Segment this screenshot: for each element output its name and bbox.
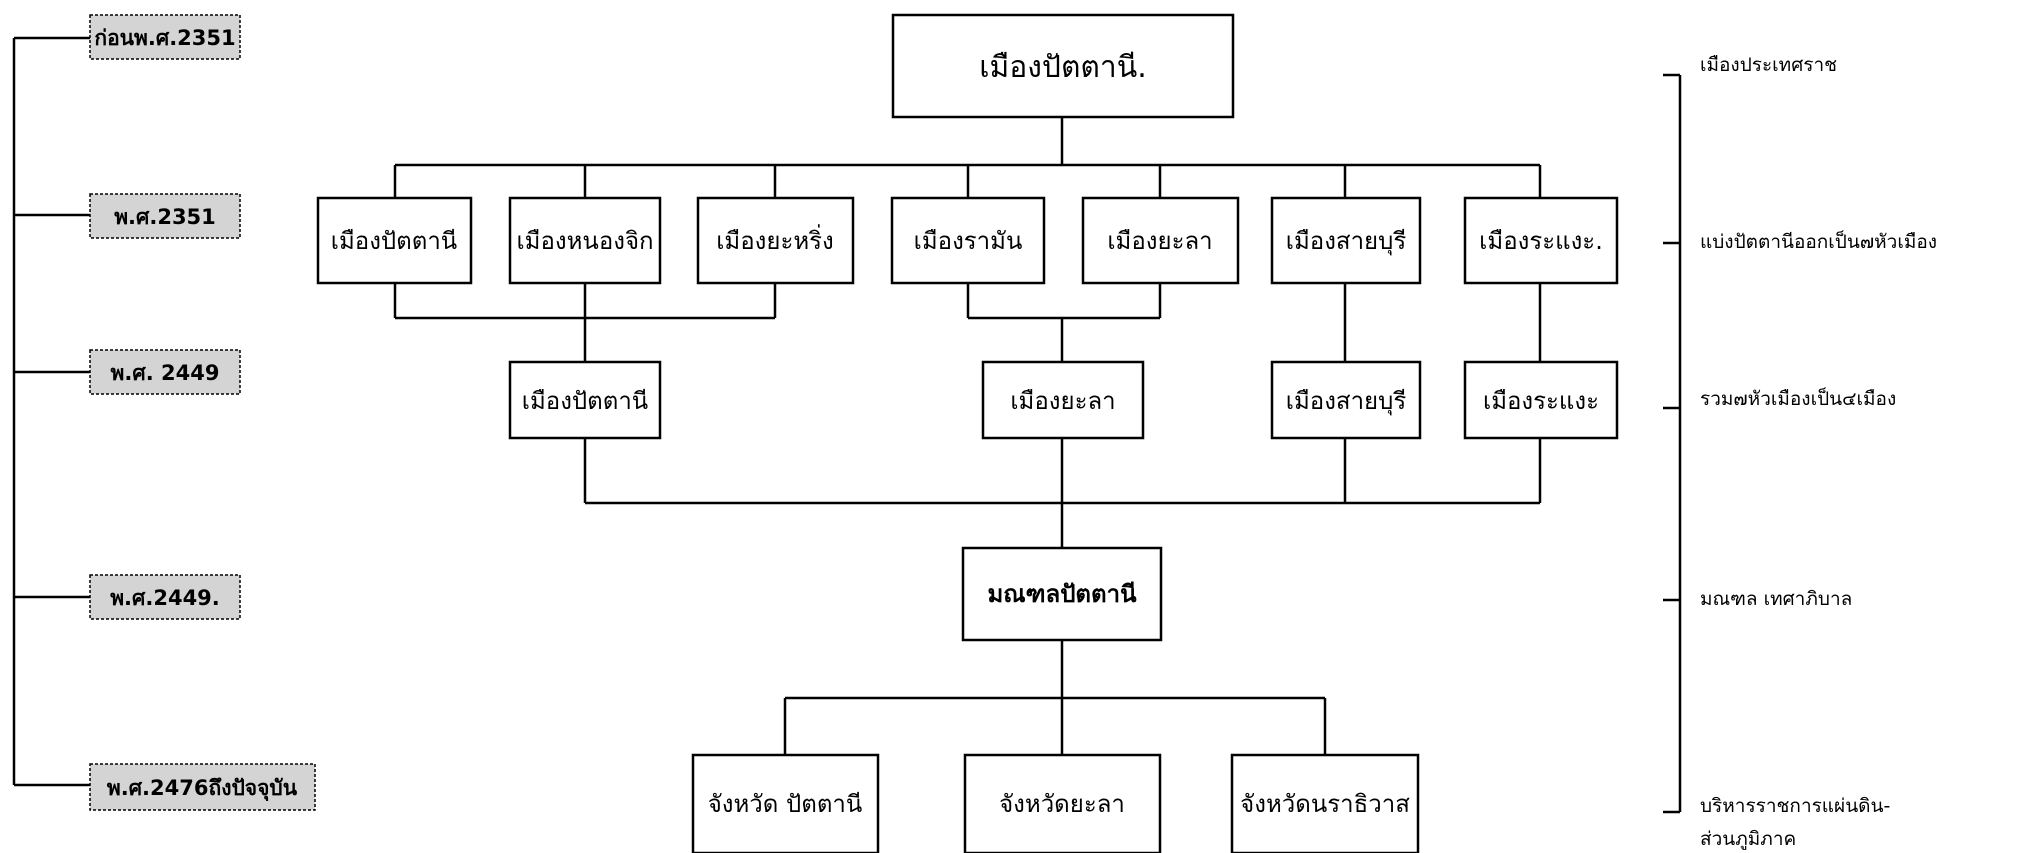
node-label: จังหวัด ปัตตานี — [708, 790, 863, 818]
timeline-connectors — [12, 36, 90, 787]
node-label: เมืองยะลา — [1107, 227, 1212, 255]
node-mueang-saiburi-l1: เมืองสายบุรี — [1270, 196, 1422, 285]
description-split-seven-towns: แบ่งปัตตานีออกเป็น๗หัวเมือง — [1700, 229, 1937, 253]
node-mueang-saiburi-l2: เมืองสายบุรี — [1270, 360, 1422, 440]
era-text: พ.ศ.2476ถึงปัจจุบัน — [107, 776, 298, 802]
description-tributary-state: เมืองประเทศราช — [1700, 54, 1837, 76]
node-mueang-pattani-root: เมืองปัตตานี. — [891, 13, 1235, 119]
node-label: เมืองปัตตานี — [522, 387, 648, 415]
node-mueang-nong-chik: เมืองหนองจิก — [508, 196, 662, 285]
era-label-2449-a: พ.ศ. 2449 — [89, 349, 241, 395]
node-label: เมืองสายบุรี — [1286, 387, 1407, 416]
node-changwat-pattani: จังหวัด ปัตตานี — [691, 753, 880, 853]
description-bracket — [1663, 73, 1682, 814]
era-text: พ.ศ.2449. — [110, 586, 220, 610]
node-label: เมืองปัตตานี — [331, 227, 457, 255]
node-label: จังหวัดยะลา — [999, 790, 1125, 818]
node-mueang-yaring: เมืองยะหริ่ง — [696, 196, 855, 285]
era-text: ก่อนพ.ศ.2351 — [94, 26, 235, 50]
node-changwat-narathiwat: จังหวัดนราธิวาส — [1230, 753, 1420, 853]
node-monthon-pattani: มณฑลปัตตานี — [961, 546, 1163, 642]
node-label: เมืองสายบุรี — [1286, 227, 1407, 256]
era-label-before-2351: ก่อนพ.ศ.2351 — [89, 14, 241, 60]
tree-connectors — [393, 117, 1542, 755]
node-mueang-pattani-l1: เมืองปัตตานี — [316, 196, 473, 285]
node-label: เมืองระแงะ — [1483, 387, 1599, 415]
description-monthon-thesaphiban: มณฑล เทศาภิบาล — [1700, 588, 1852, 610]
node-label: เมืองยะหริ่ง — [716, 224, 834, 255]
node-label: เมืองปัตตานี. — [979, 50, 1147, 85]
node-label: เมืองระแงะ. — [1479, 227, 1603, 255]
era-label-2449-b: พ.ศ.2449. — [89, 574, 241, 620]
node-mueang-rangae-l2: เมืองระแงะ — [1463, 360, 1619, 440]
node-label: เมืองหนองจิก — [516, 227, 653, 255]
era-label-2476-present: พ.ศ.2476ถึงปัจจุบัน — [89, 763, 316, 811]
node-mueang-pattani-l2: เมืองปัตตานี — [508, 360, 662, 440]
description-provincial-admin-line1: บริหารราชการแผ่นดิน- — [1700, 795, 1890, 817]
node-mueang-yala-l2: เมืองยะลา — [981, 360, 1145, 440]
node-changwat-yala: จังหวัดยะลา — [963, 753, 1162, 853]
era-label-2351: พ.ศ.2351 — [89, 193, 241, 239]
node-label: จังหวัดนราธิวาส — [1240, 790, 1410, 818]
description-merge-four-towns: รวม๗หัวเมืองเป็น๔เมือง — [1700, 386, 1896, 410]
node-mueang-rangae-l1: เมืองระแงะ. — [1463, 196, 1619, 285]
node-mueang-yala-l1: เมืองยะลา — [1081, 196, 1240, 285]
description-provincial-admin-line2: ส่วนภูมิภาค — [1700, 828, 1796, 850]
node-label: มณฑลปัตตานี — [987, 580, 1137, 608]
node-label: เมืองยะลา — [1010, 387, 1115, 415]
node-mueang-raman: เมืองรามัน — [890, 196, 1046, 285]
era-text: พ.ศ. 2449 — [111, 361, 220, 385]
node-label: เมืองรามัน — [914, 227, 1023, 255]
era-text: พ.ศ.2351 — [114, 205, 216, 229]
